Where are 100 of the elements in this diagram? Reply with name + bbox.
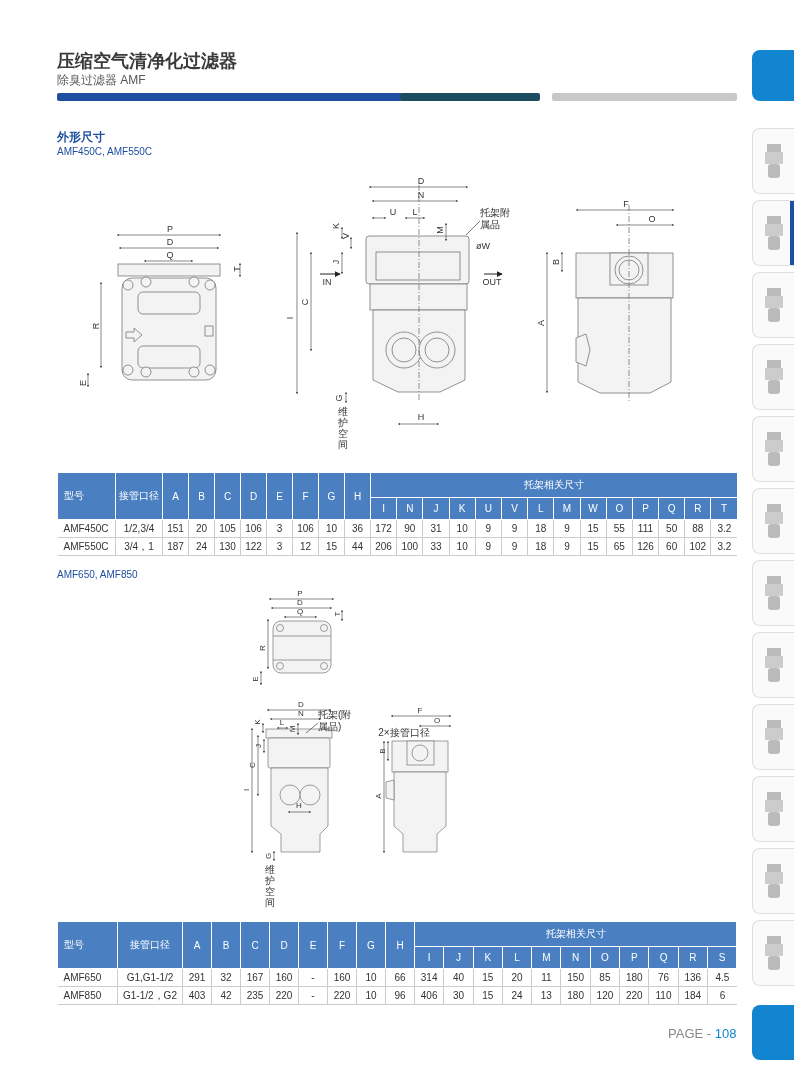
dimension-label: K bbox=[331, 223, 341, 229]
table-header-cell: 托架相关尺寸 bbox=[414, 921, 737, 947]
dimension-label: N bbox=[298, 710, 304, 718]
leader-line bbox=[465, 220, 481, 236]
dimension-label: O bbox=[648, 214, 656, 224]
table-cell: 9 bbox=[501, 537, 528, 556]
table-cell: 18 bbox=[527, 519, 554, 538]
table-cell: 10 bbox=[356, 986, 386, 1005]
table-cell: 120 bbox=[590, 986, 620, 1005]
table-cell: 136 bbox=[678, 968, 708, 987]
table-cell: 42 bbox=[211, 986, 241, 1005]
table-cell: 406 bbox=[414, 986, 444, 1005]
table-header-cell: D bbox=[240, 472, 267, 520]
table-cell: AMF450C bbox=[57, 519, 116, 538]
dimension-label: J bbox=[331, 259, 341, 265]
table-cell: 126 bbox=[632, 537, 659, 556]
table-cell: 24 bbox=[502, 986, 532, 1005]
table-cell: 3.2 bbox=[710, 519, 738, 538]
dimension-label: R bbox=[259, 645, 267, 651]
dimension-label: OUT bbox=[482, 277, 502, 287]
dimension-label: B bbox=[379, 748, 387, 754]
model-heading: AMF450C, AMF550C bbox=[57, 146, 153, 157]
dimension-label: 维护空间 bbox=[338, 406, 348, 450]
dimension-label: D bbox=[297, 599, 303, 607]
table-cell: 9 bbox=[475, 537, 502, 556]
page-number: PAGE - 108 bbox=[668, 1026, 737, 1041]
table-cell: 24 bbox=[188, 537, 215, 556]
table-header-cell: A bbox=[182, 921, 212, 969]
table-cell: 220 bbox=[269, 986, 299, 1005]
dimension-label: I bbox=[285, 316, 295, 320]
dimension-label: I bbox=[243, 788, 251, 792]
table-cell: 13 bbox=[531, 986, 561, 1005]
table-cell: 90 bbox=[396, 519, 423, 538]
table-cell: 3/4，1 bbox=[115, 537, 163, 556]
dimension-label: K bbox=[254, 719, 262, 725]
dimension-label: R bbox=[91, 322, 101, 330]
dimension-label: P bbox=[297, 590, 303, 598]
page-title: 压缩空气清净化过滤器 bbox=[57, 50, 237, 73]
table-cell: 15 bbox=[318, 537, 345, 556]
table-cell: 55 bbox=[606, 519, 633, 538]
table-cell: 403 bbox=[182, 986, 212, 1005]
table-cell: 235 bbox=[240, 986, 270, 1005]
dimension-label: L bbox=[412, 207, 418, 217]
table-cell: 314 bbox=[414, 968, 444, 987]
callout-text: 托架(附属品) bbox=[318, 709, 354, 732]
table-cell: 130 bbox=[214, 537, 241, 556]
table-cell: 206 bbox=[370, 537, 397, 556]
dimension-label: H bbox=[417, 412, 425, 422]
dimension-label: øW bbox=[476, 241, 490, 251]
table-cell: AMF850 bbox=[57, 986, 118, 1005]
table-header-cell: 接管口径 bbox=[117, 921, 183, 969]
table-cell: - bbox=[298, 986, 328, 1005]
table-cell: 220 bbox=[327, 986, 357, 1005]
table-cell: 150 bbox=[561, 968, 591, 987]
table-cell: 4.5 bbox=[707, 968, 737, 987]
table-header-cell: A bbox=[162, 472, 189, 520]
dimension-label: O bbox=[433, 717, 441, 725]
table-cell: 15 bbox=[473, 986, 503, 1005]
table-header-cell: E bbox=[298, 921, 328, 969]
table-header-cell: G bbox=[318, 472, 345, 520]
table-cell: 9 bbox=[475, 519, 502, 538]
table-cell: 122 bbox=[240, 537, 267, 556]
table-cell: 31 bbox=[422, 519, 450, 538]
table-cell: 1/2,3/4 bbox=[115, 519, 163, 538]
table-cell: 105 bbox=[214, 519, 241, 538]
dimension-label: E bbox=[78, 380, 88, 386]
section-heading: 外形尺寸 bbox=[57, 129, 105, 146]
table-cell: 291 bbox=[182, 968, 212, 987]
table-cell: 3 bbox=[266, 537, 293, 556]
table-header-cell: 型号 bbox=[57, 472, 116, 520]
table-cell: 3 bbox=[266, 519, 293, 538]
dimension-label: D bbox=[166, 237, 174, 247]
dimension-label: B bbox=[551, 259, 561, 265]
dimension-label: P bbox=[167, 224, 173, 234]
dimension-label: U bbox=[389, 207, 397, 217]
dimension-label: N bbox=[417, 190, 425, 200]
table-cell: 220 bbox=[619, 986, 649, 1005]
dimension-label: T bbox=[232, 266, 242, 272]
table-cell: AMF550C bbox=[57, 537, 116, 556]
table-header-cell: C bbox=[240, 921, 270, 969]
dimension-label: Q bbox=[296, 608, 304, 616]
dimension-label: G bbox=[265, 852, 273, 860]
table-cell: 9 bbox=[553, 519, 580, 538]
table-cell: 160 bbox=[327, 968, 357, 987]
page-subtitle: 除臭过滤器 AMF bbox=[57, 72, 146, 89]
dimension-label: A bbox=[375, 793, 383, 799]
table-cell: 102 bbox=[684, 537, 711, 556]
dimension-label: F bbox=[623, 199, 629, 209]
table-cell: 40 bbox=[443, 968, 474, 987]
table-header-cell: B bbox=[211, 921, 241, 969]
table-cell: 85 bbox=[590, 968, 620, 987]
table-cell: 9 bbox=[501, 519, 528, 538]
table-header-cell: E bbox=[266, 472, 293, 520]
table-cell: 151 bbox=[162, 519, 189, 538]
dimension-label: D bbox=[298, 701, 304, 709]
dimension-label: M bbox=[289, 725, 297, 733]
table-cell: 180 bbox=[561, 986, 591, 1005]
dimension-label: T bbox=[334, 611, 342, 617]
table-cell: AMF650 bbox=[57, 968, 118, 987]
table-cell: 100 bbox=[396, 537, 423, 556]
